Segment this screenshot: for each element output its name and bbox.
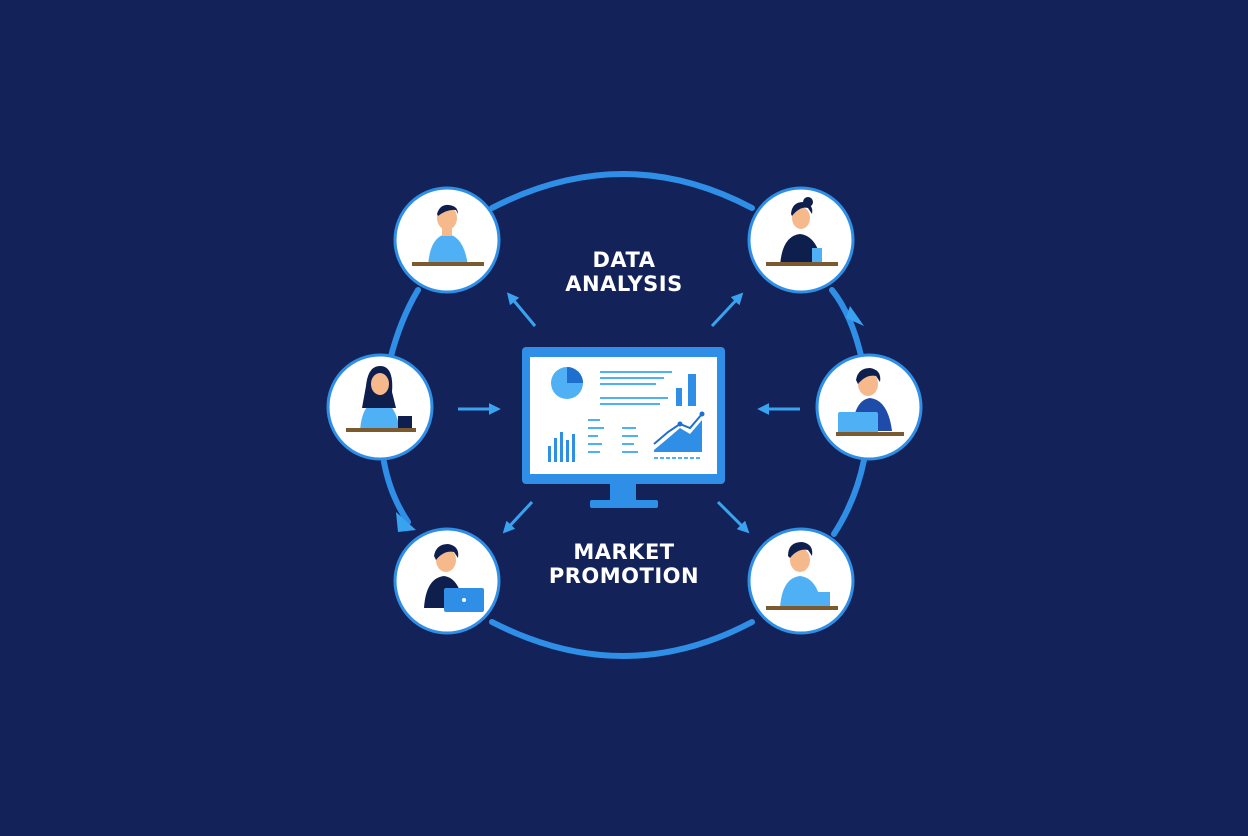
data-analysis-label: DATA ANALYSIS [524, 248, 724, 296]
man-with-laptop-icon [424, 544, 484, 612]
data-analysis-line2: ANALYSIS [565, 272, 683, 296]
market-promotion-line2: PROMOTION [548, 564, 700, 588]
ring-arrowheads [396, 306, 864, 532]
person-node-mid-left [326, 353, 434, 461]
report-lines-icon [600, 371, 672, 405]
market-promotion-label: MARKET PROMOTION [524, 540, 724, 588]
line-chart-icon [653, 411, 705, 459]
arrow-to-bottom-left [502, 500, 534, 534]
man-with-laptop-icon [836, 368, 904, 436]
person-node-bottom-left [393, 527, 501, 635]
ring-arrow-right [846, 306, 864, 326]
woman-with-tablet-icon [346, 366, 416, 432]
bar-chart-icon [548, 432, 575, 462]
ring-arc-left-lower [381, 459, 411, 525]
person-node-bottom-right [747, 527, 855, 635]
bar-chart-small-icon [676, 374, 696, 406]
market-promotion-line1: MARKET [573, 540, 675, 564]
ring-arc-right-lower [831, 457, 867, 537]
data-list-icon [588, 419, 638, 453]
ring-arc-right-upper [829, 287, 865, 363]
data-analysis-line1: DATA [592, 248, 656, 272]
arrow-to-top-left [506, 292, 537, 327]
man-at-desk-icon [412, 204, 484, 266]
cycle-ring [381, 171, 867, 659]
ring-arc-bottom [489, 619, 755, 659]
arrow-to-bottom-right [716, 500, 750, 534]
flow-arrows [458, 292, 800, 534]
arrow-to-top-right [710, 292, 744, 328]
person-node-mid-right [815, 353, 923, 461]
ring-arrow-left [396, 512, 416, 532]
pie-chart-icon [551, 367, 583, 399]
ring-arc-top [489, 171, 755, 211]
ring-arc-left-upper [387, 287, 421, 363]
man-at-desk-icon [766, 542, 838, 610]
person-node-top-left [393, 186, 501, 294]
person-node-top-right [747, 186, 855, 294]
analytics-monitor-icon [522, 347, 725, 508]
woman-at-desk-icon [766, 197, 838, 266]
